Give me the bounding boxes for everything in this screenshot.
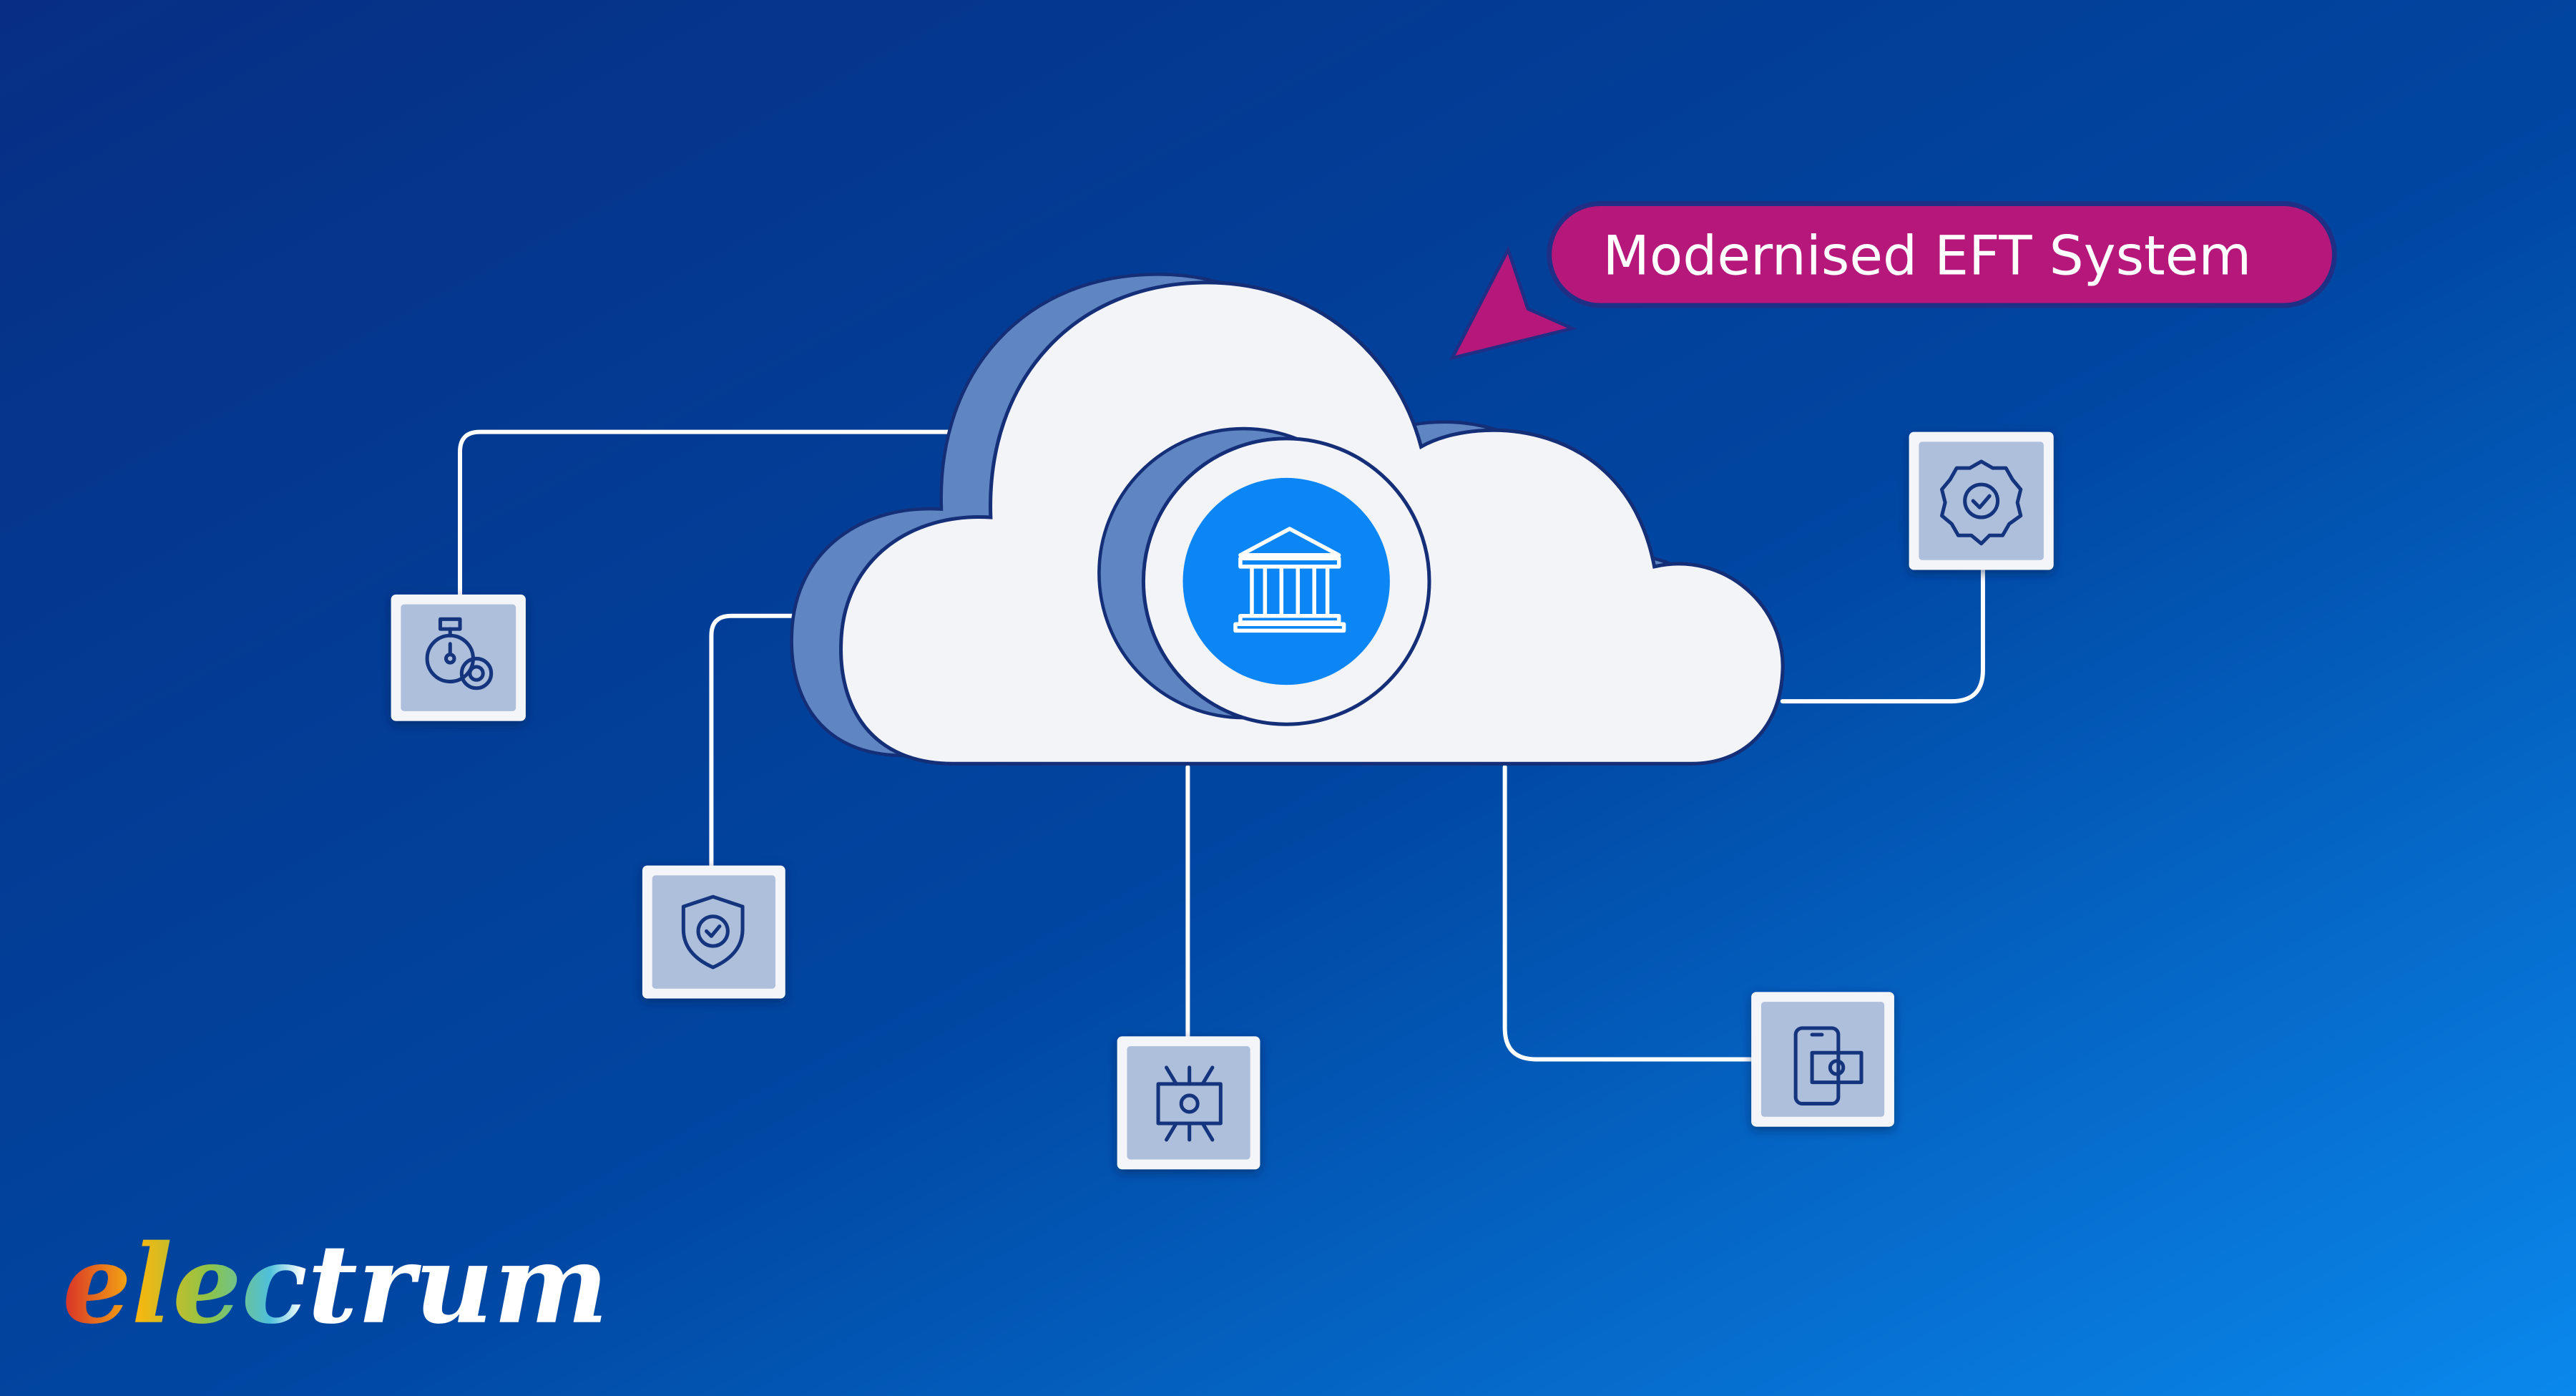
bank-building-icon xyxy=(1233,527,1346,633)
callout: Modernised EFT System xyxy=(1449,201,2337,361)
banknote-circuit-icon xyxy=(1156,1065,1223,1142)
connector-badge xyxy=(1780,567,1985,704)
callout-pill xyxy=(1547,201,2337,308)
stopwatch-gear-icon xyxy=(425,617,494,690)
connector-stopwatch xyxy=(458,429,981,597)
callout-label: Modernised EFT System xyxy=(1603,224,2252,287)
callout-pointer xyxy=(1449,245,1577,361)
badge-check-icon xyxy=(1940,459,2023,546)
electrum-logo: electrum xyxy=(62,1221,608,1348)
node-phone xyxy=(1751,992,1894,1127)
phone-payment-icon xyxy=(1793,1026,1864,1105)
connector-phone xyxy=(1502,764,1754,1062)
cloud xyxy=(790,273,1785,766)
node-stopwatch xyxy=(391,594,526,721)
center-badge xyxy=(1182,477,1390,685)
shield-check-icon xyxy=(681,894,745,970)
node-circuit xyxy=(1117,1036,1260,1170)
node-badge xyxy=(1909,431,2054,570)
connector-shield xyxy=(709,613,824,868)
